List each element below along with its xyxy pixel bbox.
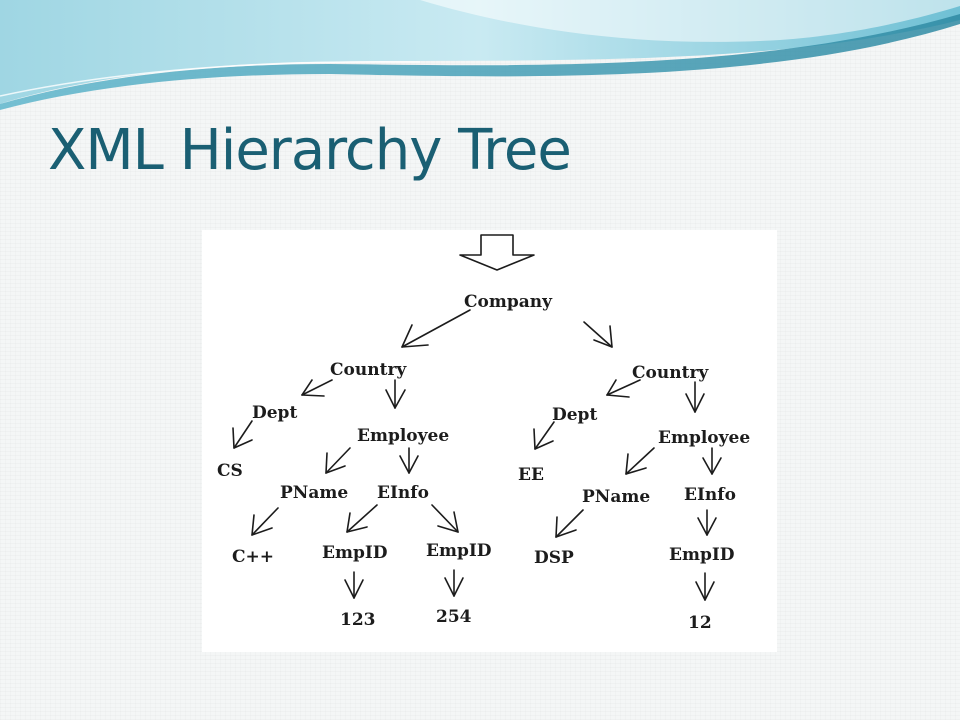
edge-employee-pname-left [325, 447, 351, 474]
edge-company-country-right [583, 321, 613, 348]
edge-country-employee-right [685, 381, 705, 413]
header-wave-banner [0, 0, 960, 110]
node-cpp: C++ [232, 547, 274, 567]
node-value-254: 254 [436, 607, 472, 627]
edge-einfo-empid-right [697, 509, 717, 536]
node-value-12: 12 [688, 613, 712, 633]
xml-tree-diagram: Company Country Dept CS Employee PName E… [217, 234, 750, 633]
node-einfo-left: EInfo [377, 483, 429, 503]
node-country-left: Country [330, 360, 407, 380]
node-empid-left-a: EmpID [322, 543, 388, 563]
edge-empid-12 [695, 572, 715, 601]
edge-pname-cpp [251, 507, 279, 536]
node-empid-left-b: EmpID [426, 541, 492, 561]
node-employee-right: Employee [658, 428, 750, 448]
node-dept-right: Dept [552, 405, 597, 425]
edge-country-dept-right [606, 379, 641, 398]
edge-employee-einfo-left [399, 447, 419, 474]
node-employee-left: Employee [357, 426, 449, 446]
edge-country-dept-left [301, 379, 333, 397]
node-pname-left: PName [280, 483, 348, 503]
node-cs: CS [217, 461, 243, 481]
node-dept-left: Dept [252, 403, 297, 423]
root-arrow-icon [459, 234, 535, 271]
edge-company-country-left [401, 309, 471, 348]
node-company: Company [464, 292, 553, 312]
edge-employee-pname-right [625, 447, 655, 475]
edge-dept-cs [232, 420, 253, 449]
edge-einfo-empid-a [346, 504, 378, 533]
node-einfo-right: EInfo [684, 485, 736, 505]
node-empid-right: EmpID [669, 545, 735, 565]
xml-tree-figure: Company Country Dept CS Employee PName E… [202, 230, 777, 652]
edge-einfo-empid-b [431, 504, 459, 533]
edge-country-employee-left [385, 379, 406, 409]
node-ee: EE [518, 465, 544, 485]
edge-pname-dsp [555, 509, 584, 538]
edge-empid-123 [344, 571, 364, 599]
edge-employee-einfo-right [702, 447, 722, 475]
node-value-123: 123 [340, 610, 376, 630]
node-dsp: DSP [534, 548, 574, 568]
node-country-right: Country [632, 363, 709, 383]
edge-dept-ee [533, 421, 555, 450]
edge-empid-254 [444, 569, 464, 597]
slide-title: XML Hierarchy Tree [48, 118, 572, 183]
node-pname-right: PName [582, 487, 650, 507]
